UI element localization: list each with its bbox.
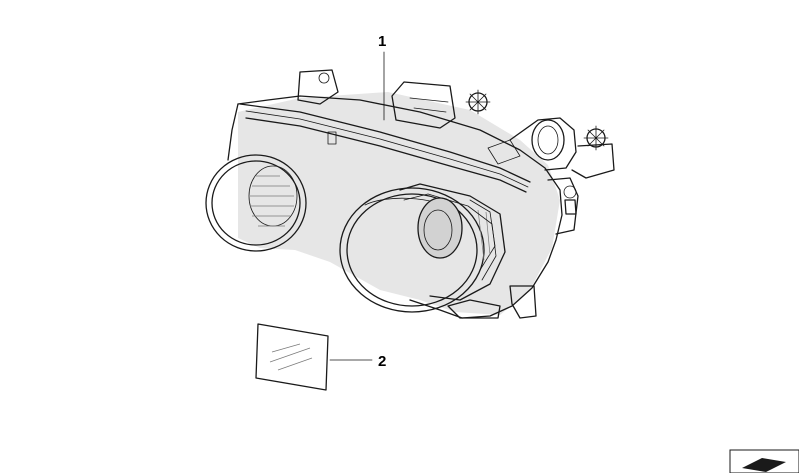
headlight-assembly xyxy=(205,51,615,319)
adjuster-knob-2 xyxy=(583,125,609,151)
diagram-thumbnail-icon xyxy=(729,449,799,473)
callout-number-2: 2 xyxy=(378,353,387,370)
adjuster-knob-1 xyxy=(465,89,491,115)
callout-number-1: 1 xyxy=(378,33,387,50)
lens-sticker xyxy=(255,323,373,391)
